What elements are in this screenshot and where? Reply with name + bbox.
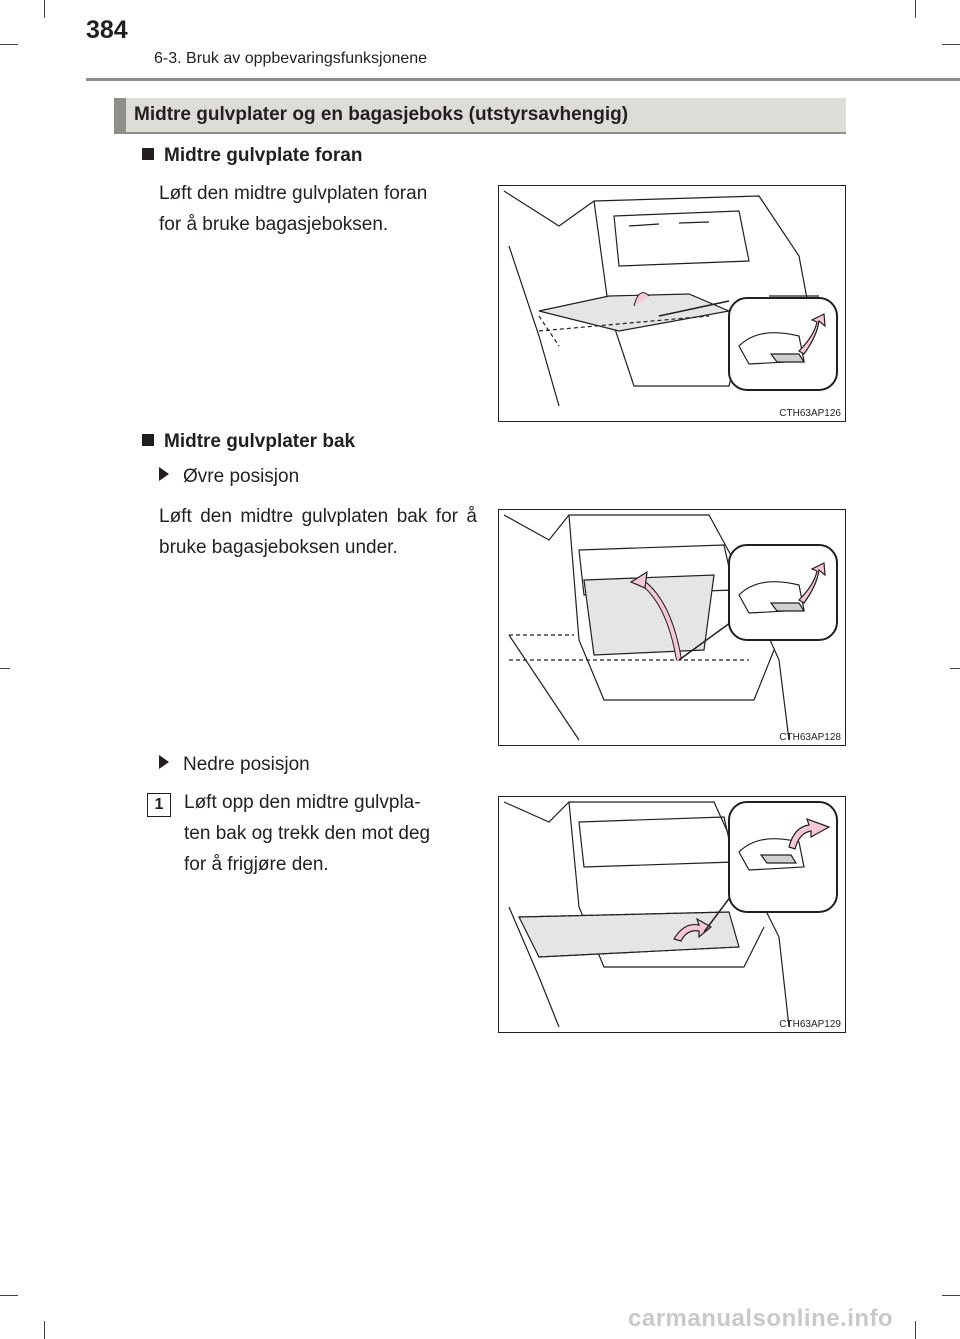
crop-mark	[44, 1321, 45, 1339]
front-panel-text: Løft den midtre gulvplaten foran for å b…	[159, 178, 479, 240]
square-bullet-icon	[142, 434, 154, 446]
front-panel-text-line: Løft den midtre gulvplaten foran	[159, 183, 428, 204]
lower-position-text-line: for å frigjøre den.	[184, 854, 329, 875]
lower-position-text-line: Løft opp den midtre gulvpla-	[184, 792, 421, 813]
lower-position-text-line: ten bak og trekk den mot deg	[184, 823, 431, 844]
header-divider	[86, 78, 960, 81]
crop-mark	[942, 1295, 960, 1296]
crop-mark	[942, 44, 960, 45]
crop-mark	[0, 668, 10, 669]
section-heading-bar: Midtre gulvplater og en bagasjeboks (uts…	[114, 98, 846, 134]
crop-mark	[915, 1321, 916, 1339]
section-underline	[114, 132, 846, 134]
upper-position-label: Øvre posisjon	[159, 466, 299, 488]
crop-mark	[0, 1295, 18, 1296]
crop-mark	[915, 0, 916, 18]
figure-code: CTH63AP128	[779, 732, 841, 743]
upper-position-text: Løft den midtre gulvplaten bak for å bru…	[159, 506, 477, 558]
front-panel-heading-text: Midtre gulvplate foran	[164, 145, 363, 166]
crop-mark	[44, 0, 45, 18]
triangle-bullet-icon	[159, 755, 169, 769]
figure-rear-lower-position: CTH63AP129	[498, 796, 846, 1033]
crop-mark	[950, 668, 960, 669]
figure-code: CTH63AP129	[779, 1019, 841, 1030]
figure-front-floor-panel: CTH63AP126	[498, 185, 846, 422]
watermark: carmanualsonline.info	[628, 1305, 894, 1332]
lower-position-text: Løft opp den midtre gulvpla- ten bak og …	[184, 787, 480, 880]
triangle-bullet-icon	[159, 467, 169, 481]
figure-code: CTH63AP126	[779, 408, 841, 419]
chapter-title: 6-3. Bruk av oppbevaringsfunksjonene	[154, 50, 428, 67]
upper-position-label-text: Øvre posisjon	[183, 466, 300, 487]
crop-mark	[0, 44, 18, 45]
front-panel-heading: Midtre gulvplate foran	[142, 145, 362, 167]
figure-rear-upper-position: CTH63AP128	[498, 509, 846, 746]
section-title: Midtre gulvplater og en bagasjeboks (uts…	[134, 104, 629, 125]
rear-panels-heading-text: Midtre gulvplater bak	[164, 431, 356, 452]
rear-panels-heading: Midtre gulvplater bak	[142, 431, 355, 453]
section-accent	[114, 98, 126, 132]
square-bullet-icon	[142, 148, 154, 160]
lower-position-label-text: Nedre posisjon	[183, 754, 310, 775]
front-panel-text-line: for å bruke bagasjeboksen.	[159, 214, 389, 235]
page-number: 384	[86, 16, 128, 44]
lower-position-label: Nedre posisjon	[159, 754, 310, 776]
step-number-badge: 1	[147, 793, 171, 817]
